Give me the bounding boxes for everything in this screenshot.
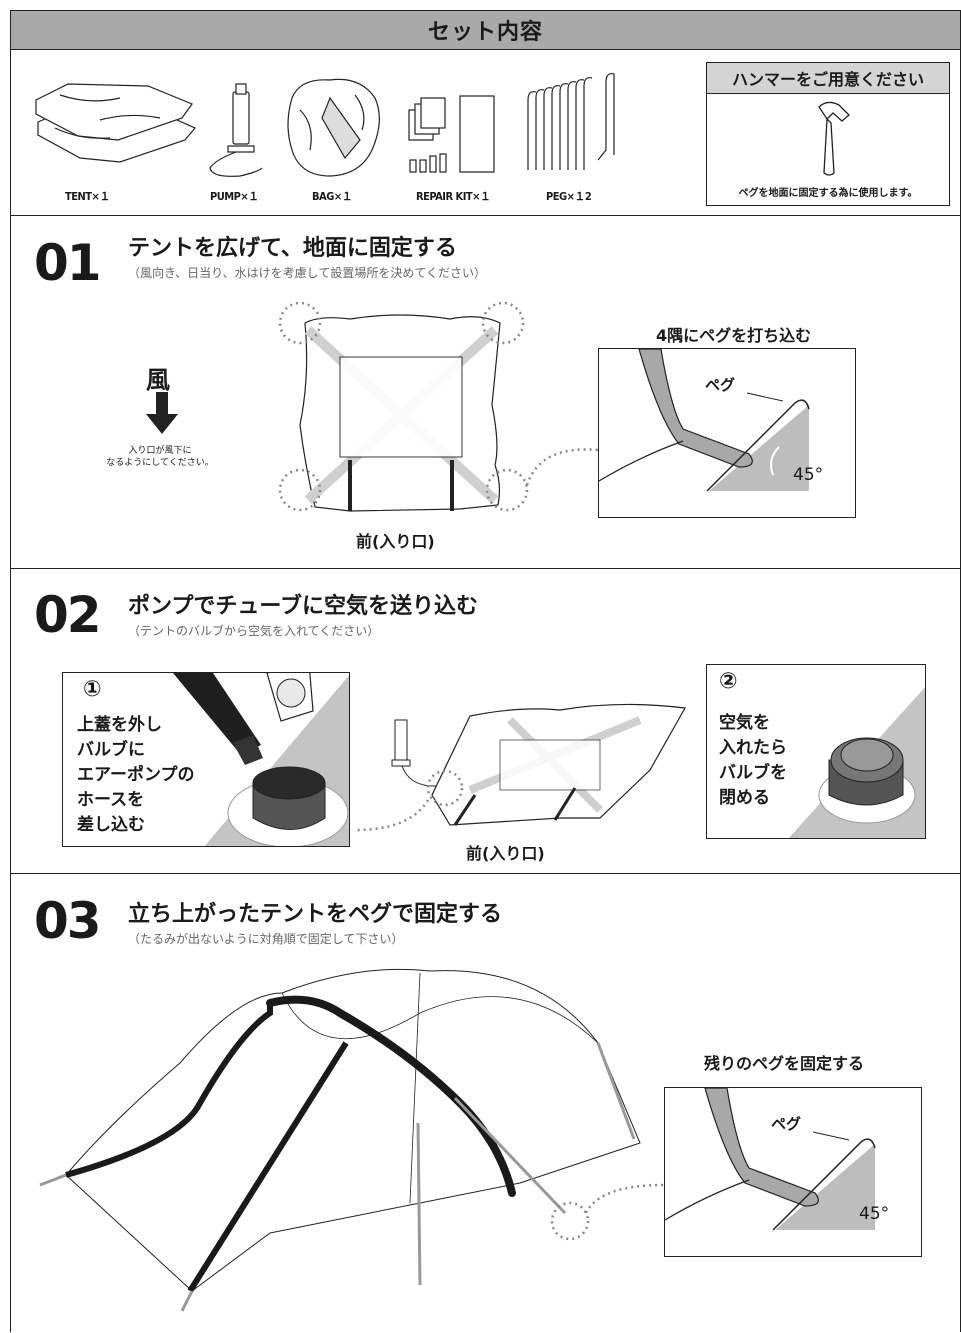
item-label-repair-kit: REPAIR KIT×１ bbox=[416, 190, 491, 203]
divider-2 bbox=[10, 568, 961, 569]
callout-box-1: ① 上蓋を外し バルブに エアーポンプの ホースを 差し込む bbox=[62, 672, 350, 847]
peg-label-1: ペグ bbox=[705, 376, 736, 394]
wind-arrow-icon bbox=[146, 392, 178, 434]
peg-label-2: ペグ bbox=[771, 1115, 802, 1133]
peg-angle-illustration-2 bbox=[665, 1088, 876, 1231]
callout-2-text: 空気を 入れたら バルブを 閉める bbox=[719, 713, 787, 808]
wind-note-line1: 入り口が風下に bbox=[128, 446, 192, 456]
bag-icon bbox=[287, 78, 380, 177]
step-03-subtitle: （たるみが出ないように対角順で固定して下さい） bbox=[128, 932, 404, 946]
divider-3 bbox=[10, 873, 961, 874]
step-03-peg-title: 残りのペグを固定する bbox=[704, 1054, 865, 1073]
item-label-peg: PEG×１2 bbox=[546, 190, 592, 203]
step-02-number: 02 bbox=[34, 586, 102, 644]
hammer-notice: ハンマーをご用意ください ペグを地面に固定する為に使用します。 bbox=[706, 62, 950, 206]
header-title: セット内容 bbox=[427, 20, 543, 45]
section-header: セット内容 bbox=[10, 10, 961, 50]
tent-inflate-illustration bbox=[354, 703, 686, 832]
step-02-front-label: 前(入り口) bbox=[466, 844, 545, 863]
callout-1-number: ① bbox=[83, 677, 102, 702]
valve-open-illustration bbox=[173, 673, 349, 846]
callout-box-2: ② 空気を 入れたら バルブを 閉める bbox=[706, 664, 926, 839]
item-label-pump: PUMP×１ bbox=[210, 190, 259, 203]
angle-label-1: 45° bbox=[793, 465, 824, 485]
contents-illustrations bbox=[35, 73, 615, 177]
step-03-number: 03 bbox=[34, 892, 102, 950]
step-01-subtitle: （風向き、日当り、水はけを考慮して設置場所を決めてください） bbox=[128, 266, 486, 280]
valve-closed-illustration bbox=[788, 687, 925, 838]
step-01-title: テントを広げて、地面に固定する bbox=[128, 236, 457, 261]
tent-layout-illustration bbox=[278, 301, 599, 512]
peg-detail-box-2: ペグ 45° bbox=[664, 1087, 922, 1257]
hammer-title: ハンマーをご用意ください bbox=[707, 63, 949, 94]
hammer-note: ペグを地面に固定する為に使用します。 bbox=[738, 188, 918, 199]
tent-pitched-illustration bbox=[39, 968, 665, 1312]
step-02-title: ポンプでチューブに空気を送り込む bbox=[128, 594, 479, 619]
pump-icon bbox=[209, 83, 263, 177]
wind-label: 風 bbox=[146, 366, 170, 394]
item-label-tent: TENT×１ bbox=[65, 190, 110, 203]
angle-label-2: 45° bbox=[859, 1204, 890, 1224]
step-01-front-label: 前(入り口) bbox=[356, 532, 435, 551]
repair-kit-icon bbox=[408, 95, 495, 173]
step-01-peg-title: 4隅にペグを打ち込む bbox=[656, 326, 812, 345]
step-02-subtitle: （テントのバルブから空気を入れてください） bbox=[128, 624, 380, 638]
callout-2-number: ② bbox=[719, 669, 738, 694]
peg-icon bbox=[527, 73, 615, 170]
divider-1 bbox=[10, 215, 961, 216]
item-label-bag: BAG×１ bbox=[312, 190, 353, 203]
wind-note-line2: なるようにしてください。 bbox=[106, 458, 214, 469]
callout-1-text: 上蓋を外し バルブに エアーポンプの ホースを 差し込む bbox=[77, 715, 195, 835]
step-03-title: 立ち上がったテントをペグで固定する bbox=[128, 902, 503, 927]
tent-folded-icon bbox=[35, 83, 196, 163]
hammer-icon bbox=[818, 101, 850, 176]
peg-angle-illustration bbox=[599, 349, 810, 492]
peg-detail-box-1: ペグ 45° bbox=[598, 348, 856, 518]
step-01-number: 01 bbox=[34, 234, 102, 292]
wind-note: 入り口が風下に なるようにしてください。 bbox=[80, 445, 240, 469]
